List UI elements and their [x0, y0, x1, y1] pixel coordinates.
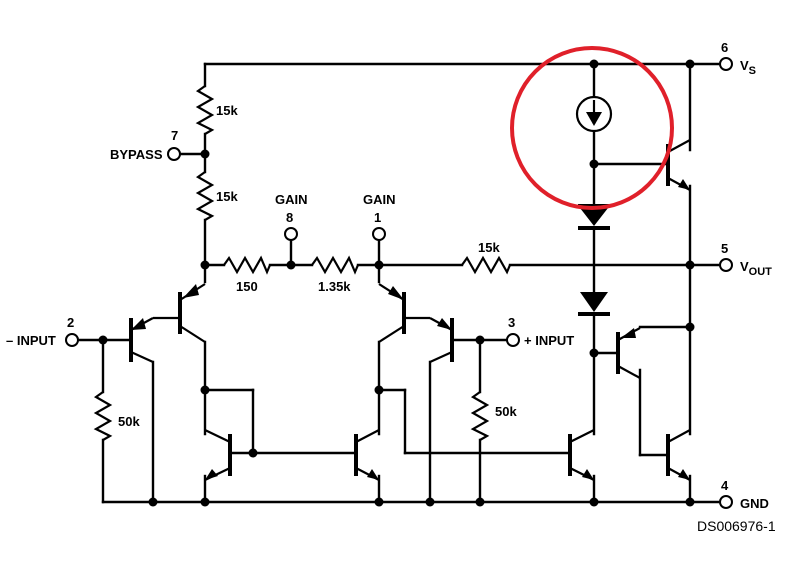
- pin-number-bypass: 7: [171, 128, 178, 143]
- pin-label-bypass: BYPASS: [110, 147, 163, 162]
- resistor-r-150: [223, 255, 272, 275]
- transistor-q-in-plus-icon: [404, 316, 454, 364]
- resistor-label-r-150: 150: [236, 279, 258, 294]
- terminal-gain8: [284, 227, 298, 241]
- resistor-label-r-mid: 15k: [216, 189, 238, 204]
- current-source-icon: [575, 95, 613, 133]
- pin-number-plus-input: 3: [508, 315, 515, 330]
- resistor-label-r-in-minus: 50k: [118, 414, 140, 429]
- transistor-output-bottom-icon: [666, 429, 691, 481]
- transistor-q2-icon: [378, 283, 406, 343]
- pin-label-gain8: GAIN: [275, 192, 308, 207]
- pin-number-gain8: 8: [286, 210, 293, 225]
- pin-number-vout: 5: [721, 241, 728, 256]
- pin-number-vs: 6: [721, 40, 728, 55]
- highlight-circle: [510, 46, 674, 210]
- pin-number-minus-input: 2: [67, 315, 74, 330]
- terminal-vout: [719, 258, 733, 272]
- pin-label-minus-input: – INPUT: [6, 333, 56, 348]
- junction-dots: [98, 59, 695, 507]
- resistor-r-mid: [195, 171, 215, 221]
- pin-number-gain1: 1: [374, 210, 381, 225]
- terminal-vs: [719, 57, 733, 71]
- resistor-r-top: [195, 85, 215, 135]
- terminal-plus-input: [506, 333, 520, 347]
- transistor-mirror-left-icon: [204, 429, 232, 481]
- pin-label-vs: VS: [740, 58, 756, 77]
- pin-number-gnd: 4: [721, 478, 729, 493]
- pin-label-gain1: GAIN: [363, 192, 396, 207]
- resistor-label-r-fb: 15k: [478, 240, 500, 255]
- terminal-bypass: [167, 147, 181, 161]
- resistor-label-r-135: 1.35k: [318, 279, 351, 294]
- pin-label-plus-input: + INPUT: [524, 333, 574, 348]
- transistor-q1-icon: [178, 283, 206, 343]
- transistor-q-in-minus-icon: [129, 316, 180, 364]
- pin-label-vout: VOUT: [740, 259, 772, 278]
- resistor-r-in-plus: [470, 391, 490, 441]
- transistor-output-pnp-icon: [616, 327, 641, 379]
- resistor-r-135: [311, 255, 360, 275]
- transistor-output-top-icon: [666, 139, 691, 191]
- wires: [76, 62, 720, 504]
- resistor-label-r-in-plus: 50k: [495, 404, 517, 419]
- resistor-r-fb: [461, 255, 512, 275]
- terminal-gain1: [372, 227, 386, 241]
- resistor-label-r-top: 15k: [216, 103, 238, 118]
- terminal-minus-input: [65, 333, 79, 347]
- terminal-gnd: [719, 495, 733, 509]
- diode-lower-icon: [578, 292, 610, 316]
- transistor-driver-icon: [568, 429, 595, 481]
- transistor-mirror-right-icon: [354, 429, 380, 481]
- reference-code: DS006976-1: [697, 518, 776, 534]
- pin-label-gnd: GND: [740, 496, 769, 511]
- resistor-r-in-minus: [93, 391, 113, 441]
